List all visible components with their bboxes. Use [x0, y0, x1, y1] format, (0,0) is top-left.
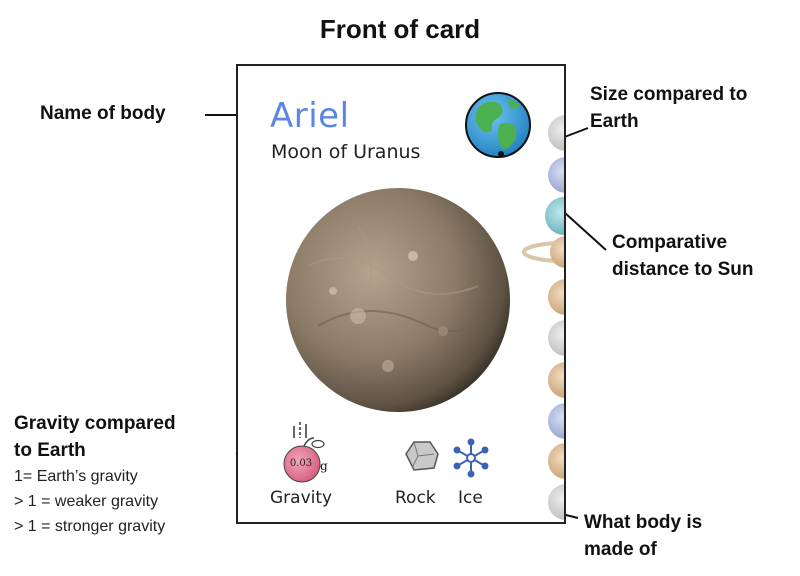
gravity-unit: g	[320, 459, 328, 473]
planet-icon	[548, 279, 564, 315]
ice-label: Ice	[458, 488, 483, 508]
size-annotation-line1: Size compared to	[590, 84, 748, 105]
planet-icon	[548, 443, 564, 479]
distance-scale	[522, 115, 564, 520]
saturn-icon	[522, 241, 564, 263]
rock-label: Rock	[395, 488, 436, 508]
body-name: Ariel	[270, 96, 350, 136]
planet-icon	[548, 403, 564, 439]
planet-icon	[548, 115, 564, 151]
gravity-value: 0.03	[289, 458, 313, 469]
card-graphics	[283, 92, 564, 520]
page-title: Front of card	[319, 14, 481, 44]
body-subtitle: Moon of Uranus	[271, 141, 421, 163]
gravity-note: > 1 = weaker gravity	[14, 493, 159, 510]
gravity-label: Gravity	[270, 488, 333, 508]
gravity-icon	[283, 422, 325, 483]
ice-icon	[453, 438, 489, 478]
gravity-note: 1= Earth’s gravity	[14, 468, 138, 485]
gravity-annotation-line1: Gravity compared	[14, 413, 176, 434]
body-card: Ariel Moon of Uranus 0.03 g Gravity Rock…	[236, 64, 566, 524]
ariel-moon-image	[286, 188, 510, 412]
size-annotation-line2: Earth	[590, 111, 639, 132]
name-annotation: Name of body	[40, 103, 166, 124]
planet-icon	[548, 362, 564, 398]
earth-size-icon	[465, 92, 531, 158]
planet-icon	[550, 236, 564, 268]
material-annotation-line2: made of	[584, 539, 657, 560]
planet-icon	[548, 484, 564, 520]
distance-annotation-line1: Comparative	[612, 232, 728, 253]
distance-connector-line	[564, 212, 607, 251]
gravity-annotation-line2: to Earth	[14, 440, 86, 461]
rock-icon	[405, 441, 439, 471]
uranus-marker-icon	[545, 197, 564, 235]
planet-icon	[548, 157, 564, 193]
distance-annotation-line2: distance to Sun	[612, 259, 754, 280]
gravity-note: > 1 = stronger gravity	[14, 518, 166, 535]
material-annotation-line1: What body is	[584, 512, 703, 533]
planet-icon	[548, 320, 564, 356]
